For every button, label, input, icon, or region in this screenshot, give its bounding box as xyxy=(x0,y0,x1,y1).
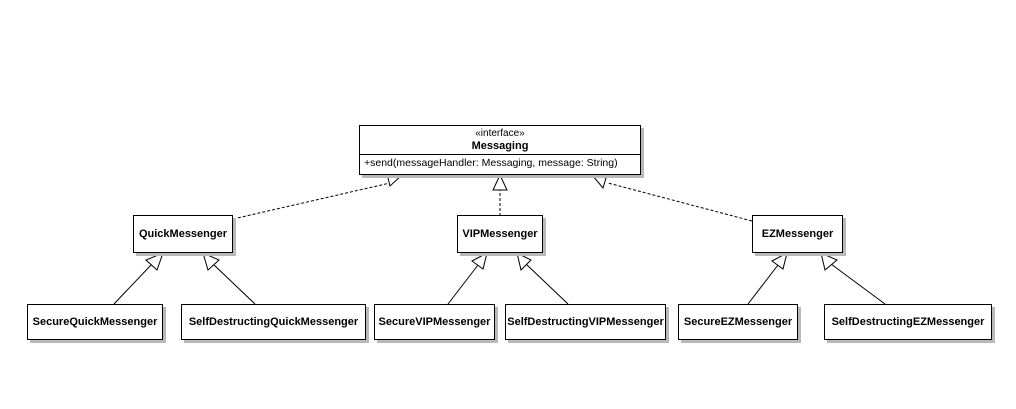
generalization-arrowhead xyxy=(145,252,164,271)
realization-arrowhead xyxy=(590,174,607,190)
class-secure-quick-messenger[interactable]: SecureQuickMessenger xyxy=(27,304,163,340)
class-selfdestructing-ez-messenger[interactable]: SelfDestructingEZMessenger xyxy=(824,304,992,340)
class-ez-messenger[interactable]: EZMessenger xyxy=(752,215,843,253)
generalization-arrowhead xyxy=(820,252,838,271)
interface-operation: +send(messageHandler: Messaging, message… xyxy=(364,157,618,169)
realization-quick-to-messaging xyxy=(232,182,391,220)
messaging-interface[interactable]: «interface» Messaging +send(messageHandl… xyxy=(359,125,641,175)
realization-arrowhead xyxy=(386,173,404,187)
generalization-line xyxy=(830,263,886,305)
generalization-line xyxy=(212,263,256,305)
generalization-line xyxy=(113,263,153,305)
class-quick-messenger[interactable]: QuickMessenger xyxy=(133,215,233,253)
generalization-arrowhead xyxy=(202,252,220,271)
generalization-line xyxy=(747,264,779,305)
class-secure-ez-messenger[interactable]: SecureEZMessenger xyxy=(678,304,798,340)
realization-ez-to-messaging xyxy=(607,182,753,222)
generalization-line xyxy=(525,263,569,305)
interface-name: Messaging xyxy=(471,140,529,152)
class-selfdestructing-vip-messenger[interactable]: SelfDestructingVIPMessenger xyxy=(505,304,666,340)
realization-arrowhead xyxy=(492,173,508,191)
class-selfdestructing-quick-messenger[interactable]: SelfDestructingQuickMessenger xyxy=(181,304,366,340)
generalization-arrowhead xyxy=(471,252,488,270)
generalization-arrowhead xyxy=(516,252,532,271)
interface-header: «interface» Messaging xyxy=(360,126,640,155)
class-secure-vip-messenger[interactable]: SecureVIPMessenger xyxy=(374,304,495,340)
generalization-arrowhead xyxy=(771,252,788,270)
class-vip-messenger[interactable]: VIPMessenger xyxy=(457,215,543,253)
generalization-line xyxy=(447,264,479,305)
interface-stereotype: «interface» xyxy=(475,128,525,139)
